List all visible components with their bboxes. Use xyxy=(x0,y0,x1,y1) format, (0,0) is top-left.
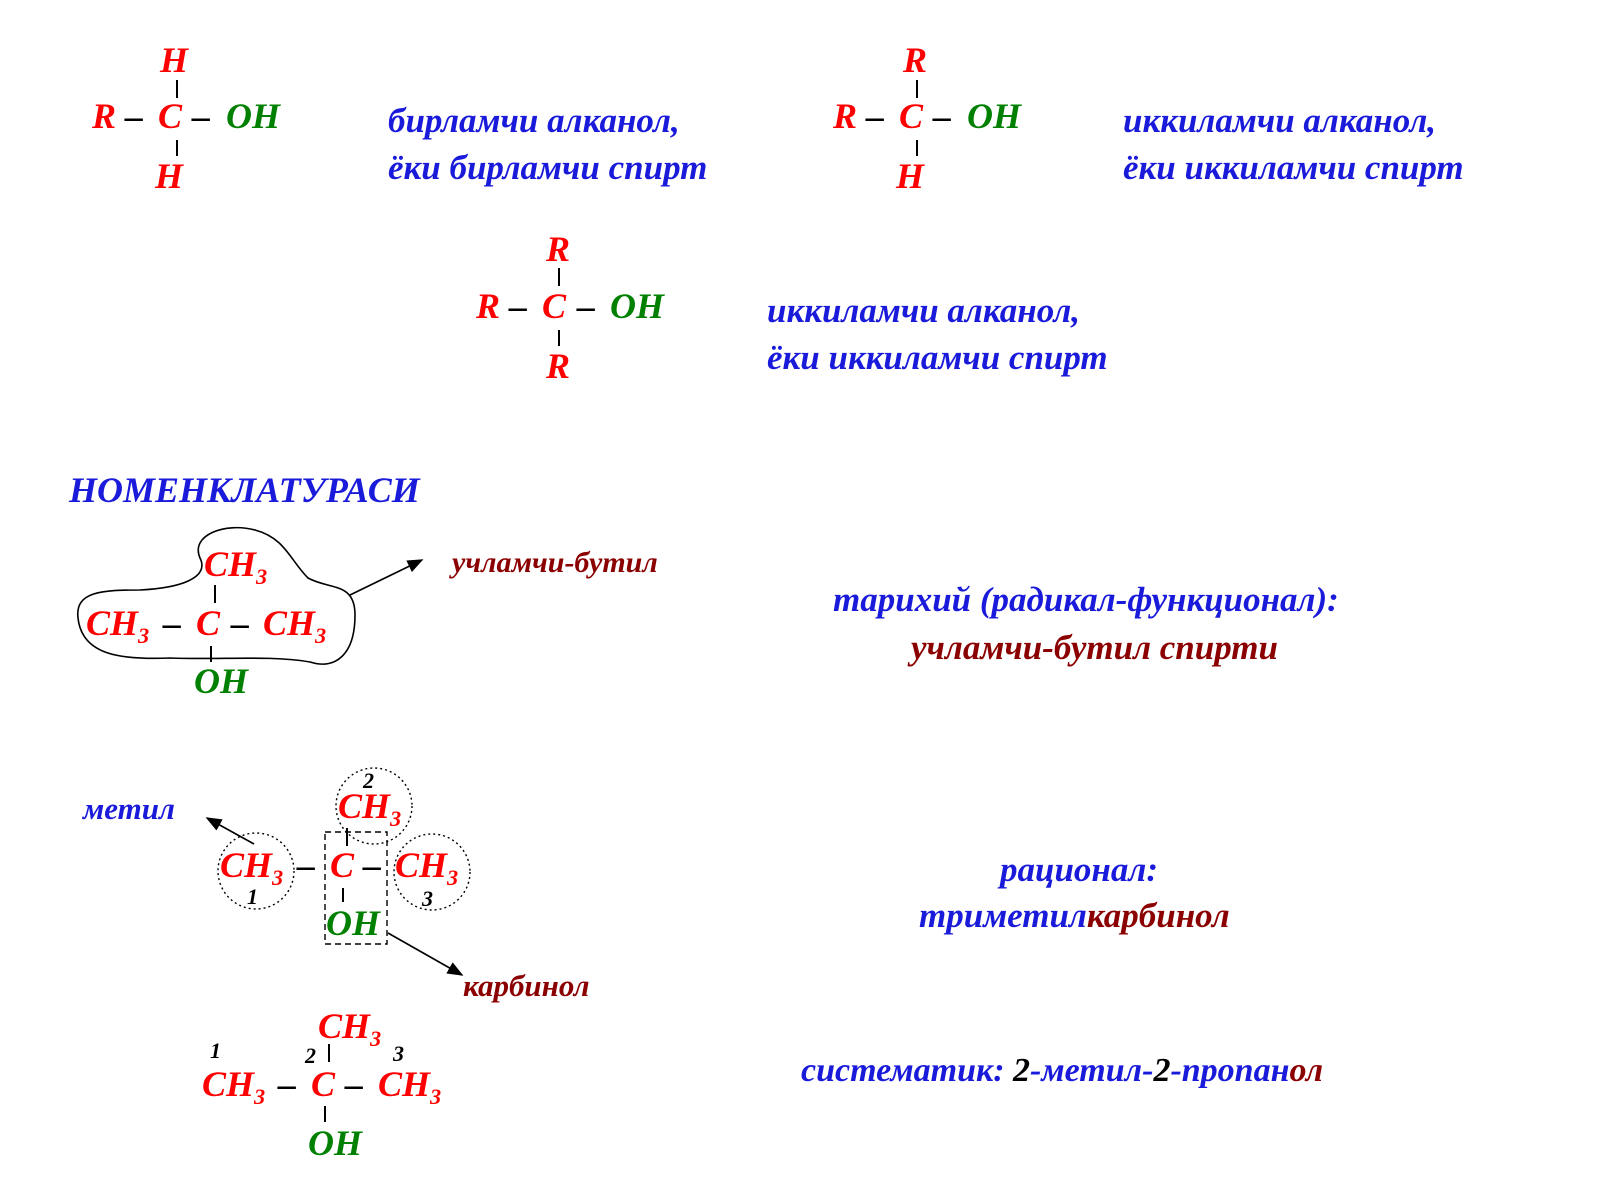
systematic-num1: 2 xyxy=(1013,1052,1031,1089)
arrow-tert-butyl xyxy=(349,559,424,596)
number-3: 3 xyxy=(422,886,433,911)
tertiary-desc-line2: ёки иккиламчи спирт xyxy=(767,338,1108,377)
historical-line1: тарихий (радикал-функционал): xyxy=(833,580,1339,619)
atom-oh: OH xyxy=(967,96,1021,136)
atom-c: C xyxy=(158,96,183,136)
bond-dash: – xyxy=(363,845,381,885)
bond-dash: – xyxy=(125,96,143,136)
ch3-top: CH3 xyxy=(338,786,402,831)
atom-oh: OH xyxy=(226,96,280,136)
atom-r: R xyxy=(476,286,501,326)
ch3-top: CH3 xyxy=(318,1006,382,1051)
bond-vertical xyxy=(210,646,212,662)
bond-vertical xyxy=(558,330,560,346)
bond-dash: – xyxy=(297,845,315,885)
primary-desc-line2: ёки бирламчи спирт xyxy=(388,148,708,187)
secondary-desc-line2: ёки иккиламчи спирт xyxy=(1123,148,1464,187)
atom-c: C xyxy=(542,286,567,326)
bond-dash: – xyxy=(509,286,527,326)
number-2: 2 xyxy=(305,1043,316,1068)
bond-vertical xyxy=(558,268,560,286)
bond-vertical xyxy=(214,585,216,603)
ch3-right: CH3 xyxy=(378,1064,442,1109)
atom-oh: OH xyxy=(326,903,380,943)
bond-vertical xyxy=(176,80,178,98)
number-1: 1 xyxy=(210,1038,221,1063)
atom-c: C xyxy=(330,845,355,885)
ch3-right: CH3 xyxy=(263,603,327,648)
number-3: 3 xyxy=(393,1041,404,1066)
atom-h-bottom: H xyxy=(155,156,184,196)
bond-dash: – xyxy=(163,603,181,643)
atom-c: C xyxy=(196,603,221,643)
historical-line2: учламчи-бутил спирти xyxy=(911,628,1278,667)
atom-h-bottom: H xyxy=(896,156,925,196)
atom-h-top: H xyxy=(160,40,189,80)
atom-oh: OH xyxy=(308,1123,362,1163)
atom-c: C xyxy=(311,1064,336,1104)
systematic-part1: -метил- xyxy=(1030,1052,1154,1089)
systematic-label: систематик: xyxy=(801,1052,1014,1089)
systematic-name: систематик: 2-метил-2-пропанол xyxy=(801,1054,1323,1088)
nomenclature-heading: НОМЕНКЛАТУРАСИ xyxy=(69,470,420,510)
number-1: 1 xyxy=(247,884,258,909)
arrow-carbinol xyxy=(387,932,464,976)
ch3-left: CH3 xyxy=(86,603,150,648)
bond-dash: – xyxy=(278,1064,296,1104)
primary-desc-line1: бирламчи алканол, xyxy=(388,101,680,140)
bond-vertical xyxy=(176,140,178,156)
ch3-right: CH3 xyxy=(395,845,459,890)
secondary-desc-line1: иккиламчи алканол, xyxy=(1123,101,1437,140)
bond-dash: – xyxy=(866,96,884,136)
systematic-num2: 2 xyxy=(1153,1052,1171,1089)
systematic-suffix: ол xyxy=(1289,1052,1324,1089)
atom-oh: OH xyxy=(194,661,248,701)
atom-r: R xyxy=(92,96,117,136)
ch3-left: CH3 xyxy=(202,1064,266,1109)
atom-c: C xyxy=(899,96,924,136)
bond-vertical xyxy=(916,80,918,98)
atom-oh: OH xyxy=(610,286,664,326)
atom-r-bottom: R xyxy=(546,346,571,386)
bond-dash: – xyxy=(231,603,249,643)
tertiary-desc-line1: иккиламчи алканол, xyxy=(767,291,1081,330)
bond-vertical xyxy=(324,1106,326,1122)
carbinol-label: карбинол xyxy=(463,968,590,1003)
rational-suffix: карбинол xyxy=(1086,896,1230,935)
bond-dash: – xyxy=(933,96,951,136)
ch3-left: CH3 xyxy=(220,845,284,890)
atom-r-top: R xyxy=(546,229,571,269)
rational-prefix: триметил xyxy=(919,896,1087,935)
arrow-methyl xyxy=(205,817,255,845)
ch3-top: CH3 xyxy=(204,544,268,589)
methyl-label: метил xyxy=(83,791,175,826)
bond-vertical xyxy=(916,140,918,156)
bond-dash: – xyxy=(192,96,210,136)
bond-dash: – xyxy=(345,1064,363,1104)
systematic-part2: -пропан xyxy=(1170,1052,1290,1089)
bond-vertical xyxy=(328,1044,330,1062)
bond-vertical xyxy=(342,888,344,902)
bond-vertical xyxy=(346,828,348,846)
atom-r: R xyxy=(833,96,858,136)
rational-line1: рационал: xyxy=(1000,850,1158,889)
atom-r-top: R xyxy=(903,40,928,80)
bond-dash: – xyxy=(577,286,595,326)
rational-line2: триметилкарбинол xyxy=(919,898,1230,933)
tert-butyl-label: учламчи-бутил xyxy=(452,546,658,579)
